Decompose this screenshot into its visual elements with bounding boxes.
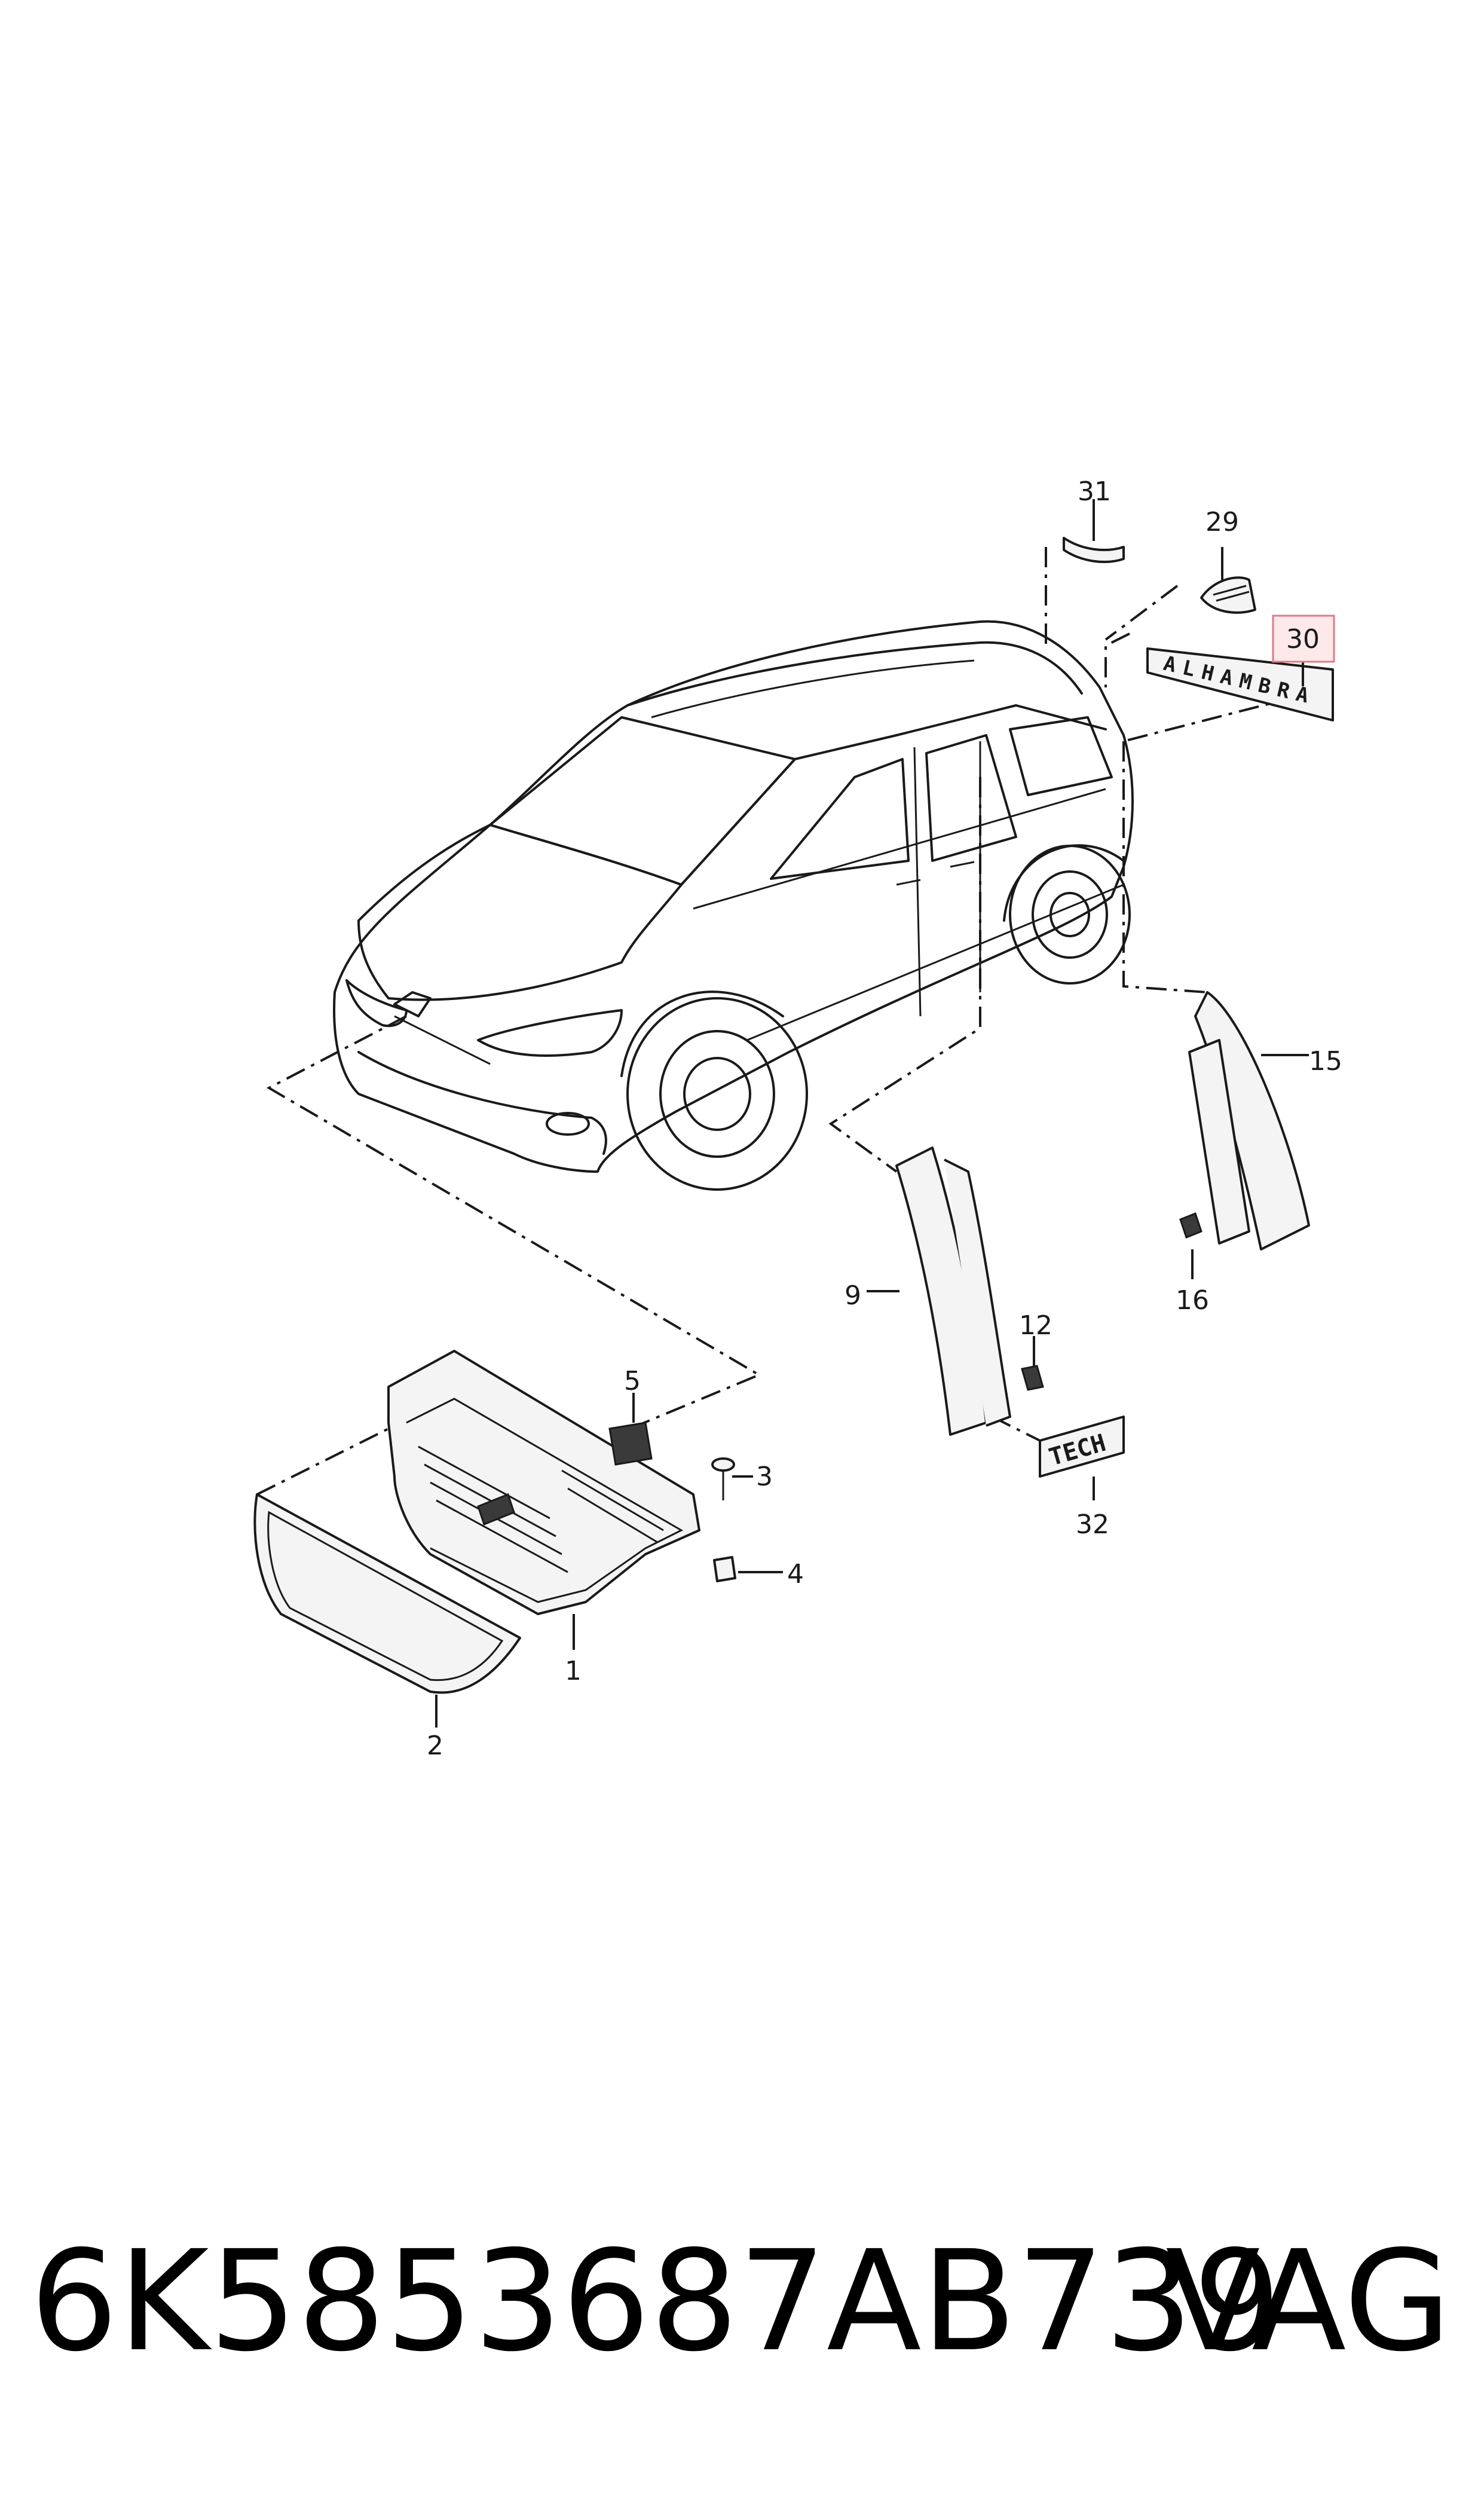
callout-15: 15 <box>1309 1046 1342 1077</box>
vehicle-illustration <box>333 620 1134 1191</box>
part-number-label: 6K5853687AB739 <box>30 2221 1281 2382</box>
callout-12: 12 <box>1019 1310 1052 1341</box>
callout-29: 29 <box>1205 507 1239 537</box>
brand-label: VAG <box>1165 2221 1452 2382</box>
callout-16: 16 <box>1176 1285 1209 1316</box>
part-3-screw <box>711 1457 753 1500</box>
part-16-clip <box>1179 1212 1203 1279</box>
callout-32: 32 <box>1076 1509 1109 1540</box>
callout-30-highlight <box>1272 615 1335 663</box>
part-29-cap <box>1200 547 1256 614</box>
callout-2: 2 <box>427 1731 443 1761</box>
callout-30: 30 <box>1286 624 1320 655</box>
part-4-clip <box>713 1556 783 1582</box>
part-1-radiator-grille <box>387 1350 700 1650</box>
callout-1: 1 <box>565 1656 582 1686</box>
part-32-tech-badge: TECH <box>1039 1416 1125 1500</box>
part-15-rear-pillar-trim <box>1188 991 1310 1251</box>
part-9-pillar-trim <box>867 1147 1011 1436</box>
part-5-badge <box>608 1393 653 1466</box>
callout-9: 9 <box>844 1280 861 1311</box>
callout-4: 4 <box>787 1559 804 1589</box>
part-31-roof-clip <box>1063 499 1125 563</box>
part-12-clip <box>1021 1336 1044 1391</box>
callout-5: 5 <box>624 1366 641 1396</box>
connection-lines <box>256 547 1333 1496</box>
part-2-grille-frame <box>253 1493 521 1728</box>
callout-labels: 31 29 30 15 16 9 12 32 5 3 4 1 2 <box>427 476 1342 1761</box>
callout-3: 3 <box>756 1462 773 1492</box>
callout-31: 31 <box>1078 476 1111 507</box>
